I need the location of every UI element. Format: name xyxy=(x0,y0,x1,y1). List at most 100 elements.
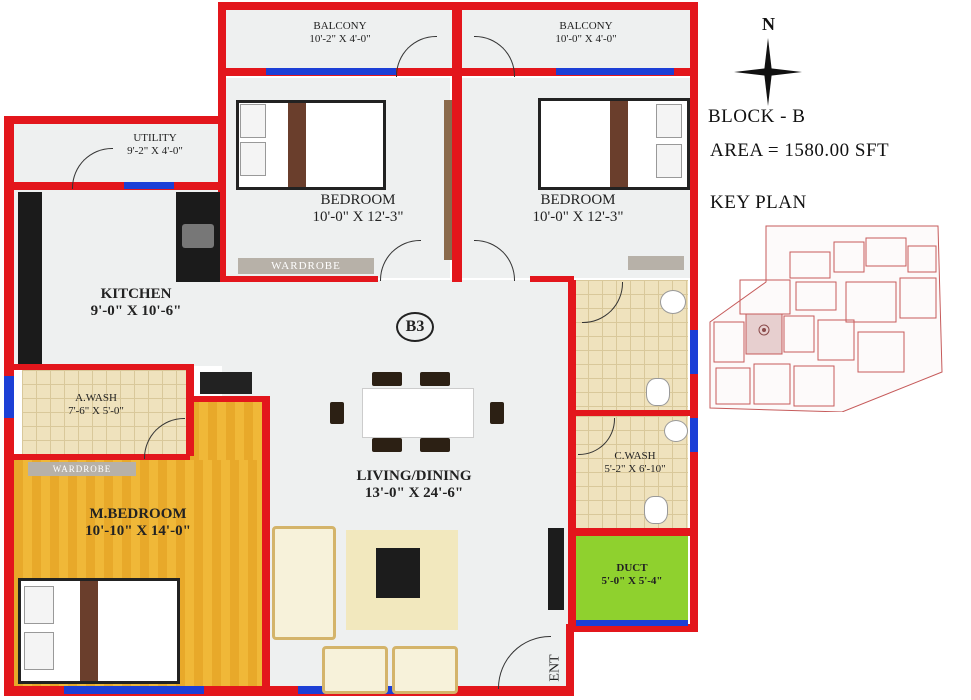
unit-badge: B3 xyxy=(396,312,434,342)
wall xyxy=(190,396,270,402)
room-size: 10'-2" X 4'-0" xyxy=(309,32,371,45)
room-size: 5'-0" X 5'-4" xyxy=(601,574,663,587)
toilet xyxy=(644,496,668,524)
duct-label: DUCT 5'-0" X 5'-4" xyxy=(582,562,682,587)
c-wash-label: C.WASH 5'-2" X 6'-10" xyxy=(582,450,688,475)
room-name: UTILITY xyxy=(133,132,177,144)
wall xyxy=(14,182,222,190)
pillow xyxy=(656,104,682,138)
wall xyxy=(568,410,690,416)
entrance-text: ENT xyxy=(547,654,563,682)
unit-label: B3 xyxy=(405,318,425,335)
wall xyxy=(218,2,226,122)
a-wash-label: A.WASH 7'-6" X 5'-0" xyxy=(36,392,156,417)
balcony-right-label: BALCONY 10'-0" X 4'-0" xyxy=(516,20,656,45)
pillow xyxy=(656,144,682,178)
wall xyxy=(4,116,226,124)
room-name: M.BEDROOM xyxy=(89,506,187,522)
utility-label: UTILITY 9'-2" X 4'-0" xyxy=(90,132,220,157)
m-bedroom-label: M.BEDROOM 10'-10" X 14'-0" xyxy=(50,506,226,541)
wall xyxy=(222,276,378,282)
cabinet xyxy=(200,372,252,394)
window xyxy=(556,68,674,75)
wardrobe: WARDROBE xyxy=(28,462,136,476)
wall xyxy=(186,364,194,456)
room-size: 10'-10" X 14'-0" xyxy=(85,523,191,540)
key-plan-title: KEY PLAN xyxy=(710,192,807,213)
pillow xyxy=(240,142,266,176)
bed-runner xyxy=(80,581,98,681)
room-name: C.WASH xyxy=(614,450,656,462)
room-size: 9'-2" X 4'-0" xyxy=(127,144,183,157)
balcony-left-label: BALCONY 10'-2" X 4'-0" xyxy=(270,20,410,45)
wardrobe xyxy=(628,256,684,270)
window xyxy=(576,620,688,626)
room-name: LIVING/DINING xyxy=(356,468,472,484)
utility-floor xyxy=(12,124,222,186)
armchair xyxy=(322,646,388,694)
wardrobe-label: WARDROBE xyxy=(271,260,341,272)
wall xyxy=(4,686,574,696)
kitchen-counter xyxy=(18,192,42,364)
room-name: A.WASH xyxy=(75,392,117,404)
room-name: BALCONY xyxy=(559,20,613,32)
wall xyxy=(14,364,194,370)
room-name: BEDROOM xyxy=(320,192,396,208)
wardrobe-label: WARDROBE xyxy=(52,464,112,474)
pillow xyxy=(24,586,54,624)
wall xyxy=(218,122,226,282)
wall xyxy=(568,536,576,628)
room-name: KITCHEN xyxy=(100,286,172,302)
wall xyxy=(452,2,462,282)
wall xyxy=(530,276,574,282)
wall xyxy=(568,280,576,536)
bed-runner xyxy=(288,103,306,187)
wall xyxy=(566,624,698,632)
room-size: 9'-0" X 10'-6" xyxy=(90,303,182,320)
coffee-table xyxy=(376,548,420,598)
kitchen-label: KITCHEN 9'-0" X 10'-6" xyxy=(56,286,216,321)
stove xyxy=(182,224,214,248)
chair xyxy=(372,438,402,452)
room-size: 5'-2" X 6'-10" xyxy=(604,462,666,475)
entrance-label: ENT xyxy=(548,650,574,686)
room-size: 7'-6" X 5'-0" xyxy=(68,404,124,417)
armchair xyxy=(392,646,458,694)
duct-floor xyxy=(576,536,688,620)
chair xyxy=(372,372,402,386)
dining-table xyxy=(362,388,474,438)
area-text: AREA = 1580.00 SFT xyxy=(710,140,890,161)
sofa xyxy=(272,526,336,640)
wall xyxy=(690,2,698,632)
basin xyxy=(660,290,686,314)
wall xyxy=(14,454,190,460)
bed-runner xyxy=(610,101,628,187)
a-wash-floor xyxy=(22,370,188,456)
window xyxy=(690,418,698,452)
living-label: LIVING/DINING 13'-0" X 24'-6" xyxy=(316,468,512,503)
north-label: N xyxy=(762,14,775,34)
window xyxy=(4,376,14,418)
tv-unit xyxy=(548,528,564,610)
bedroom-right-label: BEDROOM 10'-0" X 12'-3" xyxy=(490,192,666,227)
room-name: BEDROOM xyxy=(540,192,616,208)
wardrobe-right-bedroom xyxy=(444,100,452,260)
wall xyxy=(566,624,574,696)
window xyxy=(124,182,174,189)
bedroom-left-label: BEDROOM 10'-0" X 12'-3" xyxy=(270,192,446,227)
room-name: BALCONY xyxy=(313,20,367,32)
compass-rose-icon xyxy=(734,38,802,106)
window xyxy=(690,330,698,374)
wall xyxy=(262,396,270,690)
room-size: 10'-0" X 4'-0" xyxy=(555,32,617,45)
block-title: BLOCK - B xyxy=(708,106,806,127)
wardrobe: WARDROBE xyxy=(238,258,374,274)
room-size: 13'-0" X 24'-6" xyxy=(364,485,464,502)
wall xyxy=(568,528,690,536)
pillow xyxy=(24,632,54,670)
chair xyxy=(330,402,344,424)
room-size: 10'-0" X 12'-3" xyxy=(312,209,404,226)
key-plan-diagram xyxy=(709,225,943,412)
window xyxy=(266,68,396,75)
